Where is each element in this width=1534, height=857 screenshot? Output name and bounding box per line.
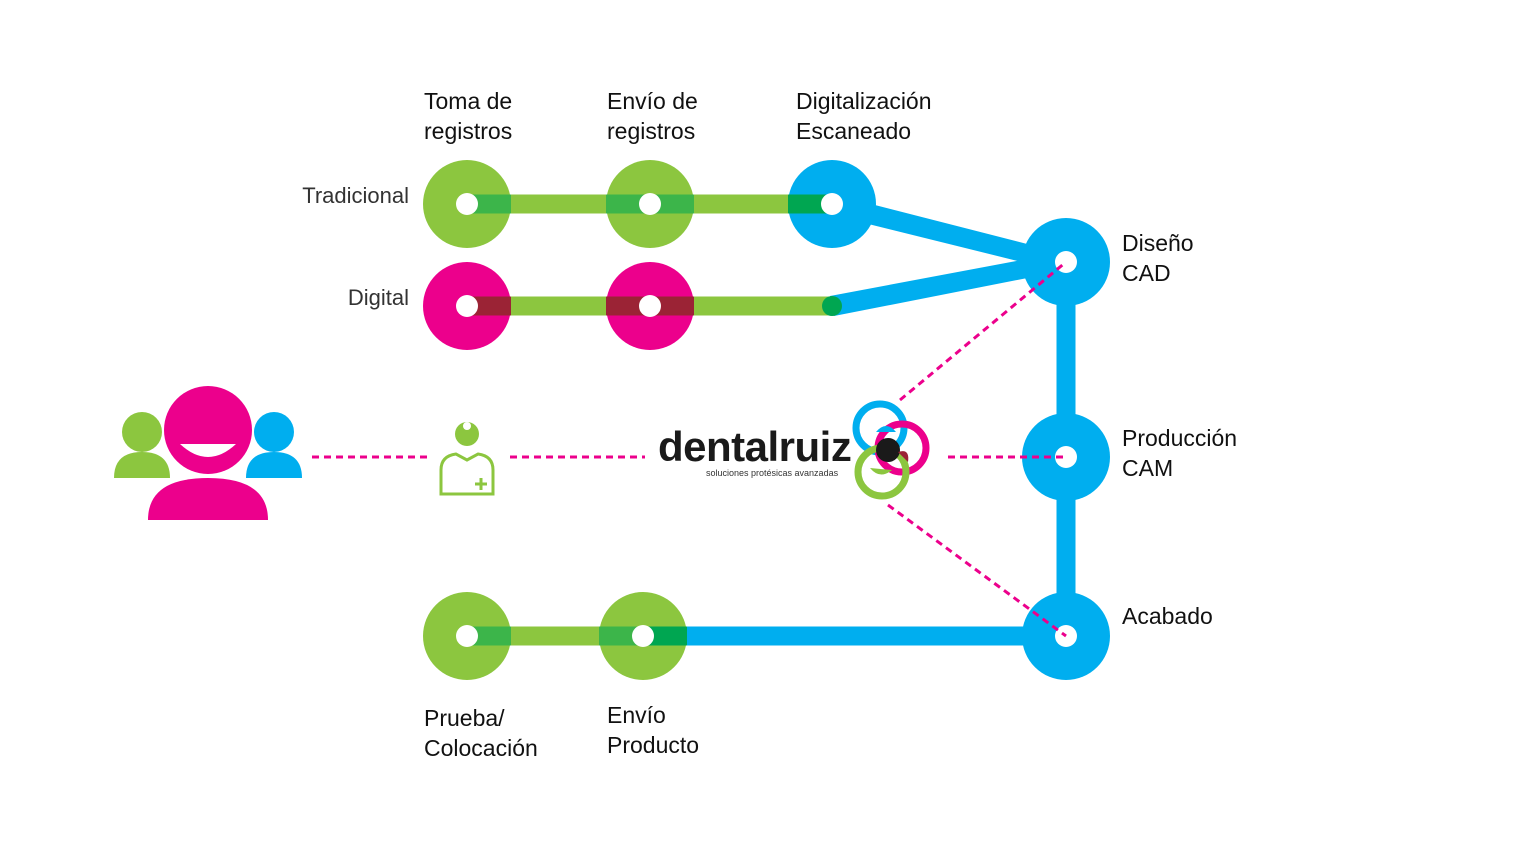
dentist-icon [439, 422, 495, 496]
row-label-digital: Digital [347, 285, 409, 310]
row-label-traditional: Tradicional [302, 183, 409, 208]
step-label-produccion: Producción CAM [1122, 425, 1238, 481]
line-digital-to-cad [830, 252, 1068, 316]
step-label-envio-producto: Envío Producto [607, 702, 700, 758]
brand-tagline: soluciones protésicas avanzadas [706, 468, 839, 478]
step-label-prueba: Prueba/ Colocación [424, 705, 538, 761]
patients-group-icon [114, 386, 302, 520]
step-label-digitalizacion: Digitalización Escaneado [796, 88, 932, 144]
step-label-toma: Toma de registros [424, 88, 513, 144]
node-centers [456, 193, 1077, 647]
node-overlap [788, 194, 832, 214]
node-overlap [467, 194, 511, 214]
node-overlap [467, 296, 511, 316]
brand-name: dentalruiz [658, 423, 852, 470]
node-digital-junction [822, 296, 842, 316]
dentalruiz-logo-icon [852, 400, 930, 500]
step-label-diseno: Diseño CAD [1122, 230, 1194, 286]
node-overlap [643, 626, 687, 646]
node-overlap [467, 626, 511, 646]
step-label-acabado: Acabado [1122, 603, 1213, 629]
dashed-connectors [312, 260, 1067, 638]
line-traditional-to-cad [828, 194, 1066, 272]
step-label-envio-registros: Envío de registros [607, 88, 698, 144]
